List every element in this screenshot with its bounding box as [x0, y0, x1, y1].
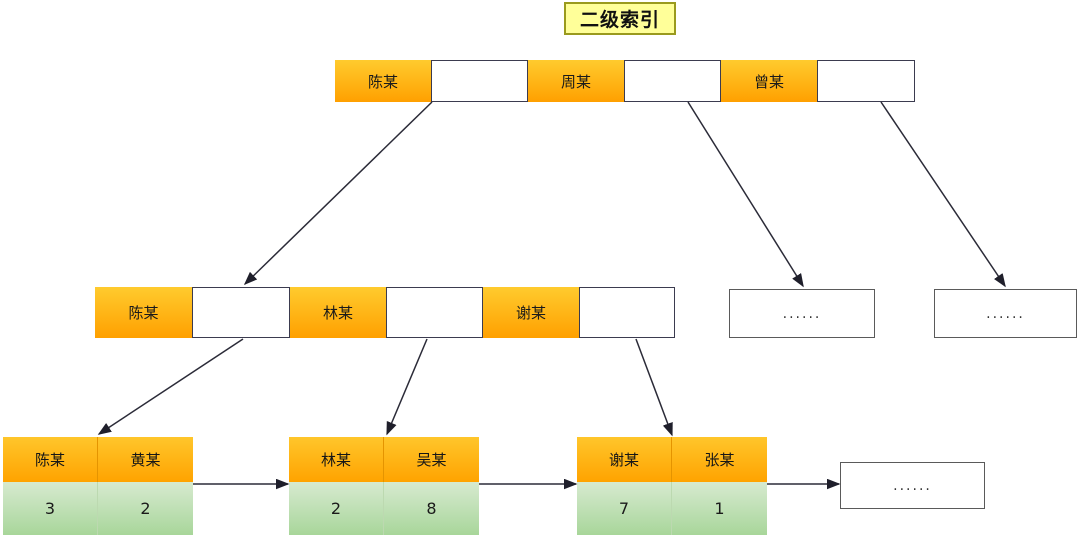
root-node: 陈某 周某 曾某 — [335, 60, 915, 102]
leaf-node-1-value-1[interactable]: 3 — [3, 482, 98, 535]
root-cell-key-2[interactable]: 周某 — [528, 60, 624, 102]
internal-node: 陈某 林某 谢某 — [95, 287, 675, 338]
diagram-title: 二级索引 — [564, 2, 676, 35]
edge-internal-ptr3-to-leaf3 — [635, 338, 673, 437]
leaf-node-3: 谢某 张某 7 1 — [577, 437, 767, 535]
internal-ellipsis-box-1: ...... — [729, 289, 875, 338]
leaf-node-3-key-2[interactable]: 张某 — [672, 437, 767, 482]
root-cell-pointer-2[interactable] — [624, 60, 721, 102]
leaf-node-2-value-1[interactable]: 2 — [289, 482, 384, 535]
edge-root-ptr3-to-ellipsis2 — [880, 101, 1006, 288]
root-cell-key-1[interactable]: 陈某 — [335, 60, 431, 102]
leaf-node-1-key-2[interactable]: 黄某 — [98, 437, 193, 482]
leaf-node-2-key-1[interactable]: 林某 — [289, 437, 384, 482]
root-cell-pointer-3[interactable] — [817, 60, 915, 102]
leaf-ellipsis-box: ...... — [840, 462, 985, 509]
root-cell-pointer-1[interactable] — [431, 60, 528, 102]
internal-cell-key-1[interactable]: 陈某 — [95, 287, 192, 338]
leaf-node-1-value-row: 3 2 — [3, 482, 193, 535]
leaf-node-3-key-row: 谢某 张某 — [577, 437, 767, 482]
leaf-node-3-value-2[interactable]: 1 — [672, 482, 767, 535]
edge-internal-ptr2-to-leaf2 — [386, 338, 428, 436]
leaf-node-3-value-row: 7 1 — [577, 482, 767, 535]
leaf-node-2-key-row: 林某 吴某 — [289, 437, 479, 482]
internal-cell-pointer-2[interactable] — [386, 287, 483, 338]
edge-root-ptr1-to-internal — [243, 101, 433, 286]
leaf-node-2: 林某 吴某 2 8 — [289, 437, 479, 535]
edge-internal-ptr1-to-leaf1 — [97, 338, 244, 435]
leaf-node-2-value-row: 2 8 — [289, 482, 479, 535]
leaf-node-1: 陈某 黄某 3 2 — [3, 437, 193, 535]
leaf-node-3-value-1[interactable]: 7 — [577, 482, 672, 535]
internal-cell-key-2[interactable]: 林某 — [290, 287, 386, 338]
root-cell-key-3[interactable]: 曾某 — [721, 60, 817, 102]
internal-cell-key-3[interactable]: 谢某 — [483, 287, 579, 338]
leaf-node-3-key-1[interactable]: 谢某 — [577, 437, 672, 482]
internal-ellipsis-box-2: ...... — [934, 289, 1077, 338]
leaf-node-1-value-2[interactable]: 2 — [98, 482, 193, 535]
internal-cell-pointer-3[interactable] — [579, 287, 675, 338]
edge-root-ptr2-to-ellipsis1 — [687, 101, 804, 288]
leaf-node-2-value-2[interactable]: 8 — [384, 482, 479, 535]
leaf-node-1-key-1[interactable]: 陈某 — [3, 437, 98, 482]
internal-cell-pointer-1[interactable] — [192, 287, 290, 338]
leaf-node-1-key-row: 陈某 黄某 — [3, 437, 193, 482]
leaf-node-2-key-2[interactable]: 吴某 — [384, 437, 479, 482]
